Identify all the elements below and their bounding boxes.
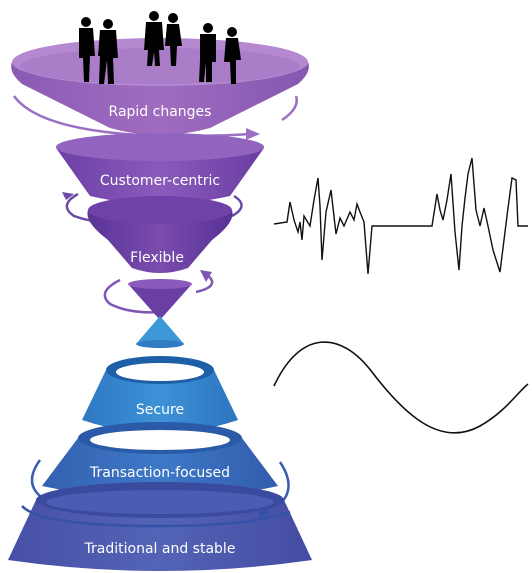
label-traditional-and-stable: Traditional and stable xyxy=(84,541,236,557)
swirl-arrow-icon-4 xyxy=(30,459,42,497)
people-silhouettes-icon xyxy=(79,11,241,84)
lower-funnel-tip xyxy=(136,316,184,344)
funnel-layer-secure xyxy=(82,356,238,433)
label-rapid-changes: Rapid changes xyxy=(109,104,212,120)
funnel-layer-traditional-and-stable xyxy=(8,482,312,571)
funnel-layer-customer-centric xyxy=(56,133,264,204)
label-customer-centric: Customer-centric xyxy=(100,173,220,189)
swirl-arrow-icon-3 xyxy=(103,278,161,314)
lower-funnel xyxy=(8,316,312,571)
label-secure: Secure xyxy=(136,402,184,418)
erratic-wave-icon xyxy=(273,157,528,275)
funnel-tip xyxy=(128,284,192,320)
label-transaction-focused: Transaction-focused xyxy=(89,465,230,481)
sine-wave-icon xyxy=(273,341,529,434)
funnel-layer-flexible xyxy=(87,196,233,273)
label-flexible: Flexible xyxy=(130,250,184,266)
funnel-layer-transaction-focused xyxy=(42,422,278,499)
swirl-arrowhead-icon xyxy=(246,128,260,140)
